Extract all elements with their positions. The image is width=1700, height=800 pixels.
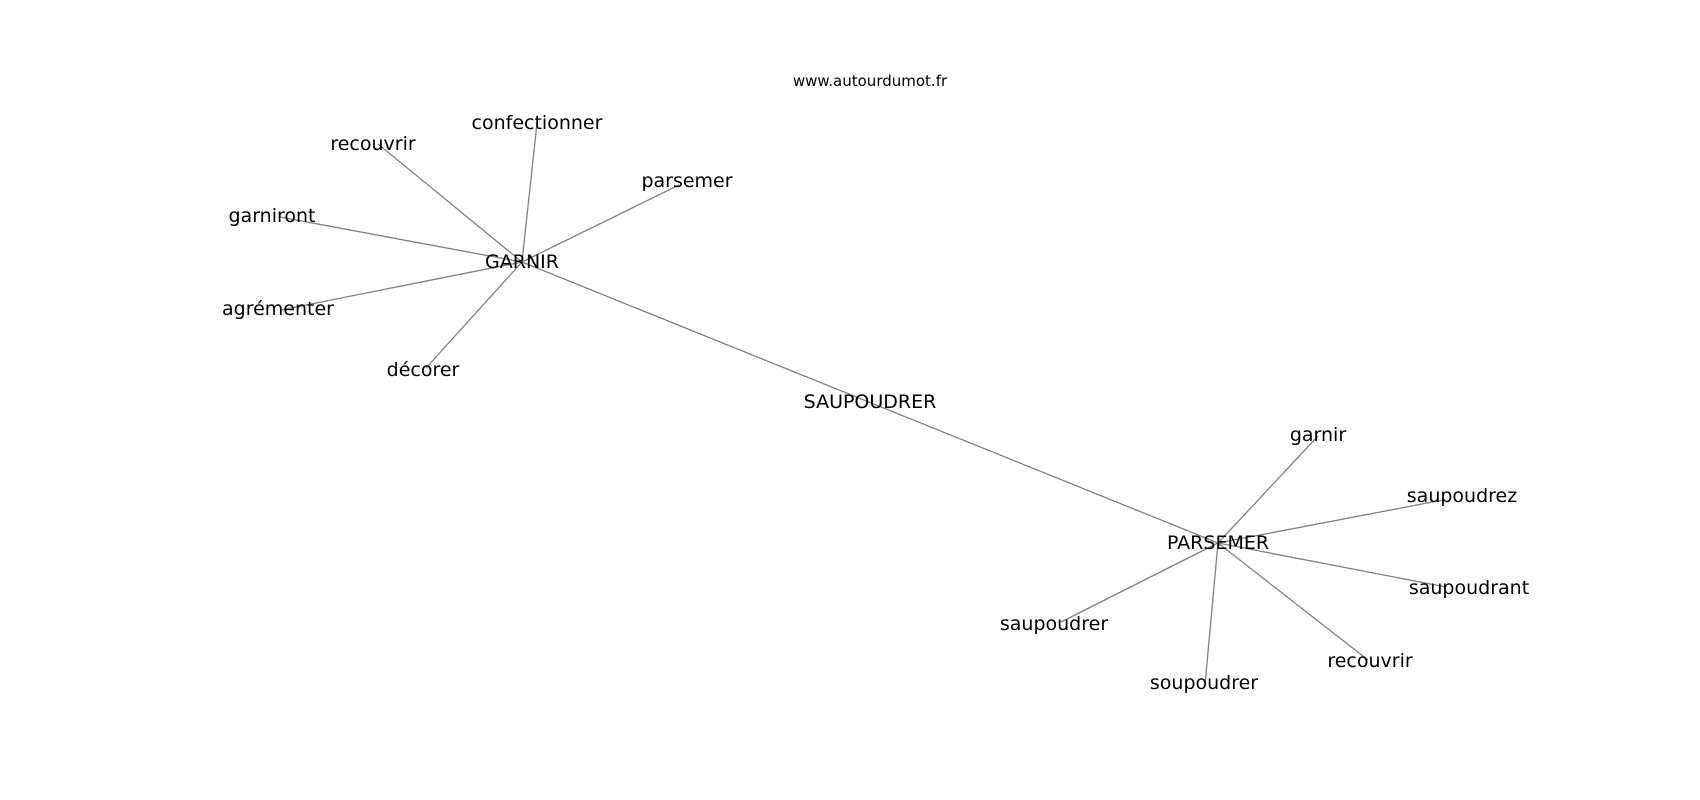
neighbor-node-label: décorer (387, 359, 460, 381)
neighbor-node-label: parsemer (641, 170, 732, 192)
edge-parsemer-2 (1217, 542, 1447, 588)
edge-garnir-0 (521, 122, 538, 263)
neighbor-node-label: garnir (1290, 424, 1347, 446)
neighbor-node-label: saupoudrez (1407, 485, 1517, 507)
hub-node-label: GARNIR (485, 251, 559, 273)
neighbor-node-label: recouvrir (330, 133, 416, 155)
edge-parsemer-4 (1204, 542, 1219, 686)
neighbor-node-label: saupoudrant (1409, 577, 1529, 599)
neighbor-node-label: confectionner (472, 112, 603, 134)
watermark: www.autourdumot.fr (792, 72, 948, 90)
edge-garnir-5 (521, 184, 680, 263)
neighbor-node-label: garniront (228, 205, 315, 227)
edge-parsemer-3 (1217, 542, 1369, 661)
edge-layer (279, 122, 1447, 686)
neighbor-node-label: soupoudrer (1150, 672, 1258, 694)
edge-garnir-1 (377, 143, 523, 263)
edge-parsemer-0 (1217, 435, 1319, 544)
center-node-label: SAUPOUDRER (804, 391, 937, 413)
edge-parsemer-1 (1217, 499, 1444, 544)
hub-node-label: PARSEMER (1167, 532, 1269, 554)
neighbor-node-label: saupoudrer (1000, 613, 1108, 635)
neighbor-node-label: agrémenter (222, 298, 334, 320)
edge-garnir-2 (279, 216, 523, 263)
edge-garnir-3 (280, 261, 523, 311)
edge-parsemer-5 (1060, 542, 1219, 623)
edge-garnir-4 (425, 261, 523, 369)
label-layer: SAUPOUDRER GARNIR confectionner recouvrir ga… (222, 112, 1529, 694)
edge-hub-hub (521, 261, 1219, 544)
neighbor-node-label: recouvrir (1327, 650, 1413, 672)
